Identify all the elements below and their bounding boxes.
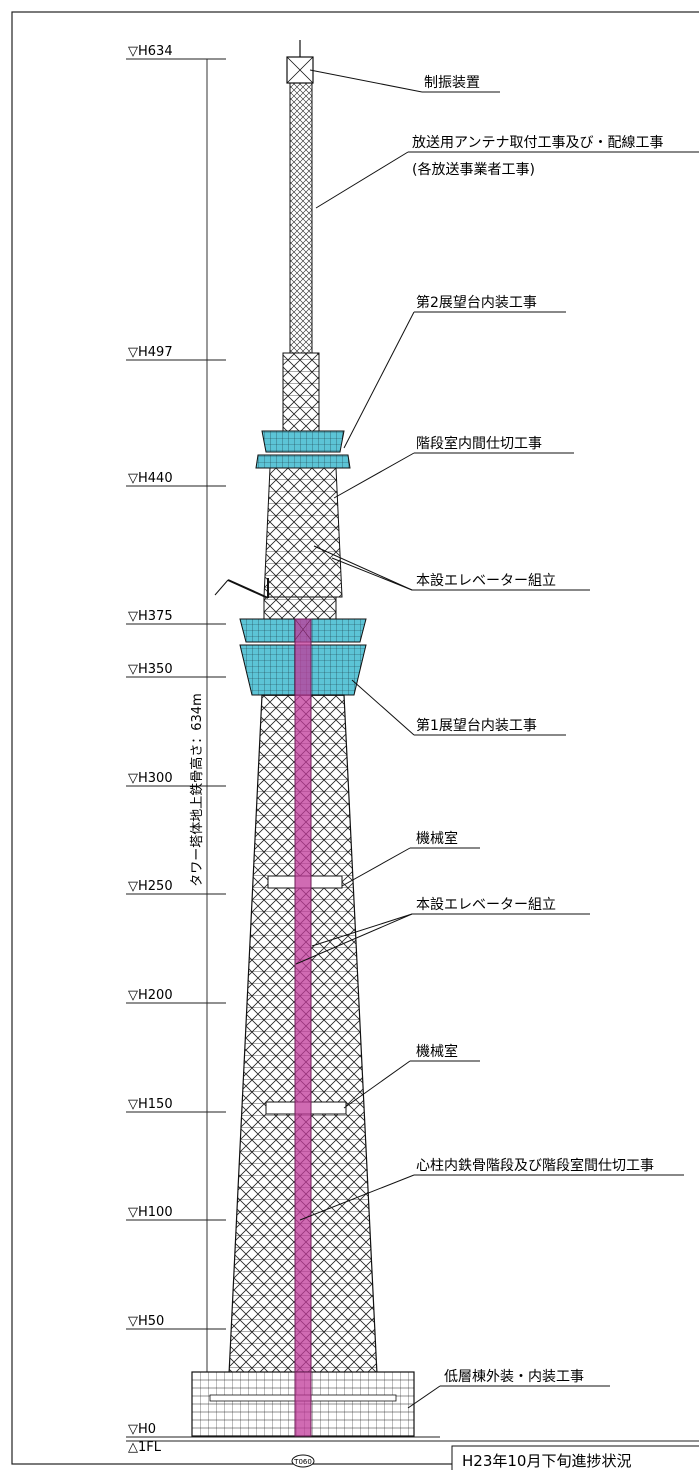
annotation-text: 放送用アンテナ取付工事及び・配線工事 (412, 135, 663, 151)
grid-mark (291, 1454, 315, 1468)
annotation-elevator-lower: 本設エレベーター組立 (295, 897, 590, 965)
level-label: ▽H50 (128, 1314, 164, 1329)
core-column (294, 618, 312, 1437)
height-note: タワー塔体地上鉄骨高さ：634m (189, 693, 205, 886)
level-label: ▽H375 (128, 609, 173, 624)
level-marker: ▽H497 (126, 345, 226, 361)
observatory-2 (261, 430, 345, 453)
annotation-machine-room-upper: 機械室 (341, 830, 480, 887)
level-label: ▽H634 (128, 44, 173, 59)
level-label: ▽H440 (128, 471, 173, 486)
annotation-stair-partition: 階段室内間仕切工事 (333, 435, 574, 499)
level-marker: ▽H150 (126, 1097, 226, 1113)
crane (214, 578, 269, 599)
annotation-text: (各放送事業者工事) (412, 162, 535, 178)
tower (191, 40, 415, 1437)
level-label: ▽H350 (128, 662, 173, 677)
annotation-text: 第2展望台内装工事 (416, 294, 537, 311)
level-marker: ▽H375 (126, 609, 226, 625)
upper-section (282, 352, 320, 432)
level-marker: ▽H350 (126, 662, 226, 678)
annotation-core-stair: 心柱内鉄骨階段及び階段室間仕切工事 (299, 1157, 684, 1221)
annotation-elevator-upper: 本設エレベーター組立 (313, 545, 590, 591)
status-box (451, 1445, 699, 1470)
grid-mark-label: T060 (293, 1458, 312, 1466)
level-marker: ▽H250 (126, 879, 226, 895)
level-label: ▽H497 (128, 345, 173, 360)
annotation-text: 制振装置 (424, 75, 480, 91)
annotation-text: 低層棟外装・内装工事 (444, 1369, 584, 1385)
annotation-text: 階段室内間仕切工事 (416, 435, 542, 452)
level-marker: ▽H300 (126, 771, 226, 787)
annotation-text: 本設エレベーター組立 (416, 897, 556, 913)
annotation-text: 第1展望台内装工事 (416, 717, 537, 734)
level-marker: ▽H200 (126, 988, 226, 1004)
level-label: ▽H100 (128, 1205, 173, 1220)
level-label: ▽H200 (128, 988, 173, 1003)
level-label: ▽H300 (128, 771, 173, 786)
sheet-frame (11, 11, 699, 1465)
level-label: ▽H150 (128, 1097, 173, 1112)
annotation-machine-room-lower: 機械室 (343, 1043, 480, 1109)
annotation-antenna: 放送用アンテナ取付工事及び・配線工事 (各放送事業者工事) (315, 135, 699, 209)
level-marker: ▽H634 (126, 44, 226, 60)
level-label: ▽H0 (128, 1422, 156, 1437)
annotation-text: 心柱内鉄骨階段及び階段室間仕切工事 (416, 1157, 654, 1174)
level-marker: ▽H440 (126, 471, 226, 487)
level-marker: ▽H100 (126, 1205, 226, 1221)
level-marker: ▽H50 (126, 1314, 226, 1330)
level-marker: ▽H0 (126, 1422, 440, 1438)
annotation-damper: 制振装置 (309, 69, 500, 93)
annotation-observatory-1: 第1展望台内装工事 (351, 679, 566, 736)
annotations: 制振装置 放送用アンテナ取付工事及び・配線工事 (各放送事業者工事) 第2展望台… (295, 69, 699, 1409)
status-text: H23年10月下旬進捗状況 (462, 1452, 631, 1470)
annotation-base-building: 低層棟外装・内装工事 (407, 1369, 610, 1409)
antenna-mast (289, 82, 313, 354)
annotation-text: 本設エレベーター組立 (416, 573, 556, 589)
observatory-1-top (263, 596, 337, 620)
level-markers: ▽H634 ▽H497 ▽H440 ▽H375 ▽H350 ▽H300 ▽H25… (126, 44, 699, 1455)
level-label: ▽H250 (128, 879, 173, 894)
annotation-observatory-2: 第2展望台内装工事 (343, 294, 566, 449)
annotation-text: 機械室 (416, 1043, 458, 1060)
annotation-text: 機械室 (416, 830, 458, 847)
ground-floor-label: △1FL (128, 1440, 162, 1455)
